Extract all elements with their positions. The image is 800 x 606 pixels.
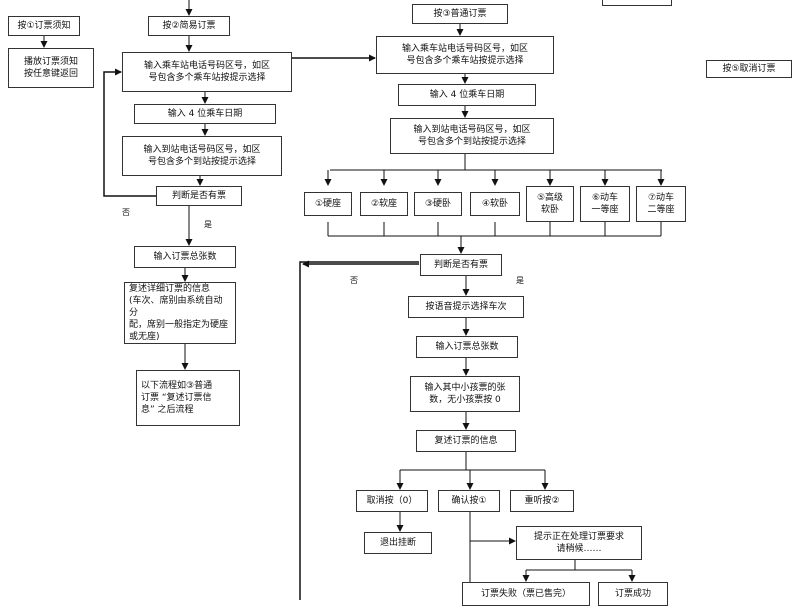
normal-voice-box: 按语音提示选择车次 xyxy=(408,296,524,318)
order-fail-box: 订票失败（票已售完） xyxy=(462,582,590,606)
seat-option-5: ⑤高级 软卧 xyxy=(526,186,574,222)
seat-option-7: ⑦动车 二等座 xyxy=(636,186,686,222)
partial-top-box xyxy=(602,0,672,6)
normal-date-box: 输入 4 位乘车日期 xyxy=(398,84,536,106)
connector-6 xyxy=(103,68,156,197)
quick-yes-label: 是 xyxy=(204,220,212,229)
seat-option-4: ④软卧 xyxy=(470,192,520,216)
quick-repeat-box: 复述详细订票的信息 (车次、席别由系统自动分 配，席别一般指定为硬座 或无座) xyxy=(124,282,236,344)
play-notice-box: 播放订票须知 按任意键返回 xyxy=(8,48,94,88)
quick-total-box: 输入订票总张数 xyxy=(134,246,236,268)
cancel-option-box: 取消按（0） xyxy=(356,490,428,512)
order-notice-box: 按①订票须知 xyxy=(8,16,80,36)
exit-box: 退出挂断 xyxy=(364,532,432,554)
quick-date-box: 输入 4 位乘车日期 xyxy=(134,104,276,124)
normal-to-station-box: 输入到站电话号码区号，如区 号包含多个到站按提示选择 xyxy=(390,118,554,154)
normal-child-box: 输入其中小孩票的张 数，无小孩票按 0 xyxy=(410,376,520,412)
quick-order-box: 按②简易订票 xyxy=(148,16,230,36)
normal-yes-label: 是 xyxy=(516,276,524,285)
cancel-order-box: 按⑤取消订票 xyxy=(706,60,792,78)
quick-to-station-box: 输入到站电话号码区号，如区 号包含多个到站按提示选择 xyxy=(122,136,282,176)
seat-option-2: ②软座 xyxy=(360,192,408,216)
normal-order-box: 按③普通订票 xyxy=(412,4,508,24)
seat-option-3: ③硬卧 xyxy=(414,192,462,216)
processing-box: 提示正在处理订票要求 请稍候…… xyxy=(516,526,642,560)
normal-total-box: 输入订票总张数 xyxy=(416,336,518,358)
normal-judge-box: 判断是否有票 xyxy=(420,254,502,276)
quick-no-label: 否 xyxy=(122,208,130,217)
quick-follow-box: 以下流程如③普通 订票 “复述订票信 息” 之后流程 xyxy=(136,370,240,426)
quick-from-station-box: 输入乘车站电话号码区号，如区 号包含多个乘车站按提示选择 xyxy=(122,52,292,92)
order-success-box: 订票成功 xyxy=(598,582,668,606)
reorder-option-box: 重听按② xyxy=(510,490,574,512)
normal-repeat-box: 复述订票的信息 xyxy=(416,430,516,452)
confirm-option-box: 确认按① xyxy=(438,490,500,512)
connector-10 xyxy=(299,261,419,600)
seat-option-6: ⑥动车 一等座 xyxy=(580,186,630,222)
seat-option-1: ①硬座 xyxy=(304,192,352,216)
quick-judge-box: 判断是否有票 xyxy=(156,186,242,206)
normal-no-label: 否 xyxy=(350,276,358,285)
normal-from-station-box: 输入乘车站电话号码区号，如区 号包含多个乘车站按提示选择 xyxy=(376,36,554,74)
